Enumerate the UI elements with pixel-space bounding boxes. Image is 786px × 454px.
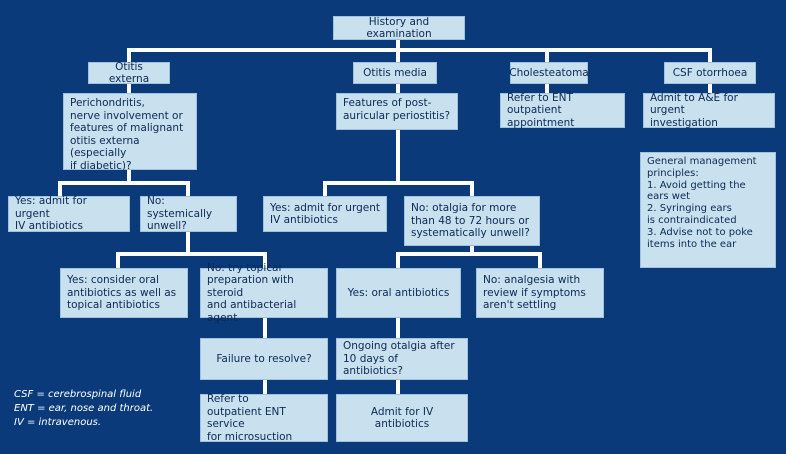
oe-yes-admit-box: Yes: admit for urgent IV antibiotics xyxy=(8,195,130,232)
ongoing-otalgia-box: Ongoing otalgia after 10 days of antibio… xyxy=(336,338,468,380)
om-yes-admit-box: Yes: admit for urgent IV antibiotics xyxy=(263,196,387,232)
no-topical-steroid-box: No: try topical preparation with steroid… xyxy=(200,262,328,324)
yes-oral-topical-box: Yes: consider oral antibiotics as well a… xyxy=(60,268,188,318)
otitis-externa-box: Otitis externa xyxy=(88,61,170,85)
abbreviation-legend: CSF = cerebrospinal fluid ENT = ear, nos… xyxy=(14,389,154,428)
om-no-otalgia-box: No: otalgia for more than 48 to 72 hours… xyxy=(404,196,540,246)
admit-ae-box: Admit to A&E for urgent investigation xyxy=(643,92,775,129)
refer-ent-outpatient-box: Refer to ENT outpatient appointment xyxy=(500,92,625,129)
failure-resolve-box: Failure to resolve? xyxy=(200,338,328,380)
refer-microsuction-box: Refer to outpatient ENT service for micr… xyxy=(200,393,328,443)
yes-oral-antibiotics-box: Yes: oral antibiotics xyxy=(336,268,461,318)
post-auricular-question-box: Features of post- auricular periostitis? xyxy=(336,93,458,130)
no-analgesia-box: No: analgesia with review if symptoms ar… xyxy=(476,268,604,318)
perichondritis-question-box: Perichondritis, nerve involvement or fea… xyxy=(63,93,197,172)
admit-iv-box: Admit for IV antibiotics xyxy=(336,394,468,442)
oe-no-unwell-box: No: systemically unwell? xyxy=(140,195,237,232)
otitis-media-box: Otitis media xyxy=(353,62,437,84)
csf-otorrhoea-box: CSF otorrhoea xyxy=(664,62,756,84)
general-management-box: General management principles: 1. Avoid … xyxy=(640,152,776,268)
cholesteatoma-box: Cholesteatoma xyxy=(509,62,589,84)
history-examination-box: History and examination xyxy=(333,16,465,40)
